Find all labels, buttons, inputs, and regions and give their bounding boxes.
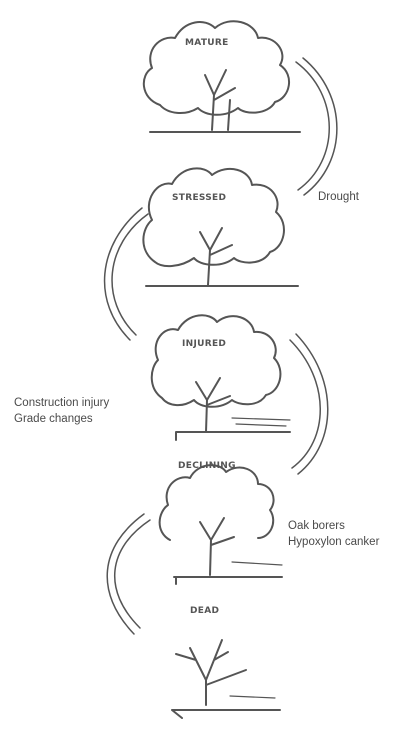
cause-construction-line1: Construction injury <box>14 395 109 411</box>
stage-label-injured: INJURED <box>182 339 226 349</box>
cause-pests-line1: Oak borers <box>288 518 379 534</box>
cause-pests-line2: Hypoxylon canker <box>288 534 379 550</box>
dead-tree-illustration <box>172 640 280 718</box>
cause-pests: Oak borers Hypoxylon canker <box>288 518 379 550</box>
stressed-tree-illustration <box>143 168 298 286</box>
stage-label-dead: DEAD <box>190 606 219 616</box>
stage-label-stressed: STRESSED <box>172 193 226 203</box>
stage-label-declining: DECLINING <box>178 461 236 471</box>
declining-tree-illustration <box>160 465 282 584</box>
cause-construction: Construction injury Grade changes <box>14 395 109 427</box>
cause-drought: Drought <box>318 189 359 205</box>
stage-label-mature: MATURE <box>185 38 229 48</box>
cause-construction-line2: Grade changes <box>14 411 109 427</box>
cause-drought-text: Drought <box>318 189 359 205</box>
injured-tree-illustration <box>152 315 290 440</box>
